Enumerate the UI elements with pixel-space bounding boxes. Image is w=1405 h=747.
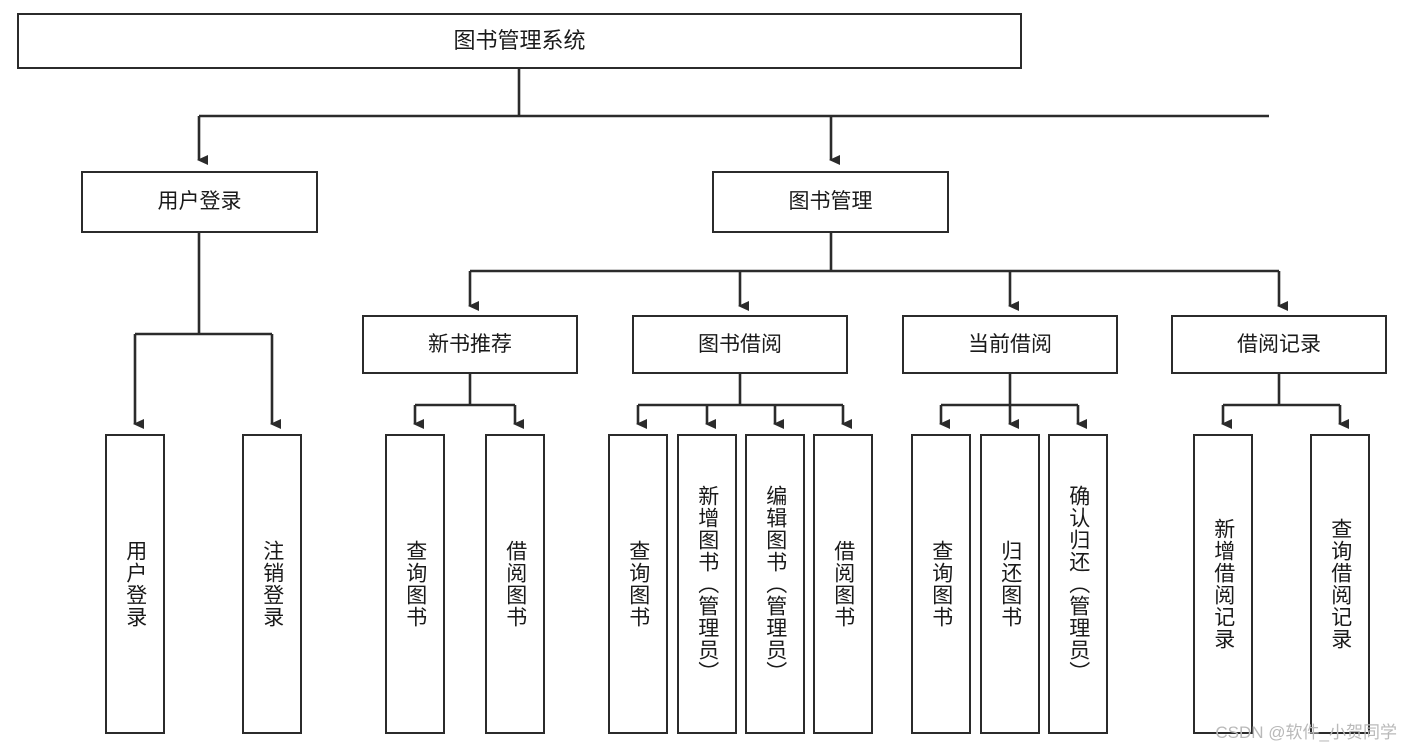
node-current-borrow[interactable]: 当前借阅 [902, 315, 1118, 374]
node-label: 新增借阅记录 [1211, 518, 1235, 650]
node-label: 查询图书 [929, 540, 953, 628]
leaf-borrow-record-query-record[interactable]: 查询借阅记录 [1310, 434, 1370, 734]
node-book-borrow[interactable]: 图书借阅 [632, 315, 848, 374]
node-root-book-management-system[interactable]: 图书管理系统 [17, 13, 1022, 69]
leaf-book-borrow-edit-book-admin[interactable]: 编辑图书（管理员） [745, 434, 805, 734]
leaf-borrow-record-add-record[interactable]: 新增借阅记录 [1193, 434, 1253, 734]
node-label: 图书管理 [788, 190, 873, 214]
node-label: 用户登录 [123, 540, 147, 628]
node-label: 借阅图书 [503, 540, 527, 628]
node-label: 确认归还（管理员） [1066, 485, 1090, 683]
node-label: 借阅图书 [831, 540, 855, 628]
watermark: CSDN @软件_小贺同学 [1215, 723, 1397, 742]
leaf-book-borrow-query-book[interactable]: 查询图书 [608, 434, 668, 734]
node-label: 查询图书 [403, 540, 427, 628]
leaf-book-borrow-borrow-book[interactable]: 借阅图书 [813, 434, 873, 734]
leaf-new-book-query-book[interactable]: 查询图书 [385, 434, 445, 734]
node-label: 图书管理系统 [453, 27, 586, 53]
node-new-book-recommend[interactable]: 新书推荐 [362, 315, 578, 374]
leaf-new-book-borrow-book[interactable]: 借阅图书 [485, 434, 545, 734]
leaf-current-borrow-confirm-return-admin[interactable]: 确认归还（管理员） [1048, 434, 1108, 734]
node-label: 编辑图书（管理员） [763, 485, 787, 683]
leaf-current-borrow-return-book[interactable]: 归还图书 [980, 434, 1040, 734]
node-label: 新增图书（管理员） [695, 485, 719, 683]
node-label: 查询借阅记录 [1328, 518, 1352, 650]
node-label: 图书借阅 [698, 332, 782, 356]
leaf-current-borrow-query-book[interactable]: 查询图书 [911, 434, 971, 734]
node-label: 归还图书 [998, 540, 1022, 628]
node-label: 当前借阅 [968, 332, 1052, 356]
leaf-user-login-login[interactable]: 用户登录 [105, 434, 165, 734]
node-label: 查询图书 [626, 540, 650, 628]
node-user-login[interactable]: 用户登录 [81, 171, 318, 233]
node-borrow-record[interactable]: 借阅记录 [1171, 315, 1387, 374]
leaf-book-borrow-add-book-admin[interactable]: 新增图书（管理员） [677, 434, 737, 734]
node-label: 借阅记录 [1237, 332, 1321, 356]
node-book-management[interactable]: 图书管理 [712, 171, 949, 233]
leaf-user-login-logout[interactable]: 注销登录 [242, 434, 302, 734]
node-label: 注销登录 [260, 540, 284, 628]
node-label: 新书推荐 [428, 332, 512, 356]
node-label: 用户登录 [157, 190, 242, 214]
